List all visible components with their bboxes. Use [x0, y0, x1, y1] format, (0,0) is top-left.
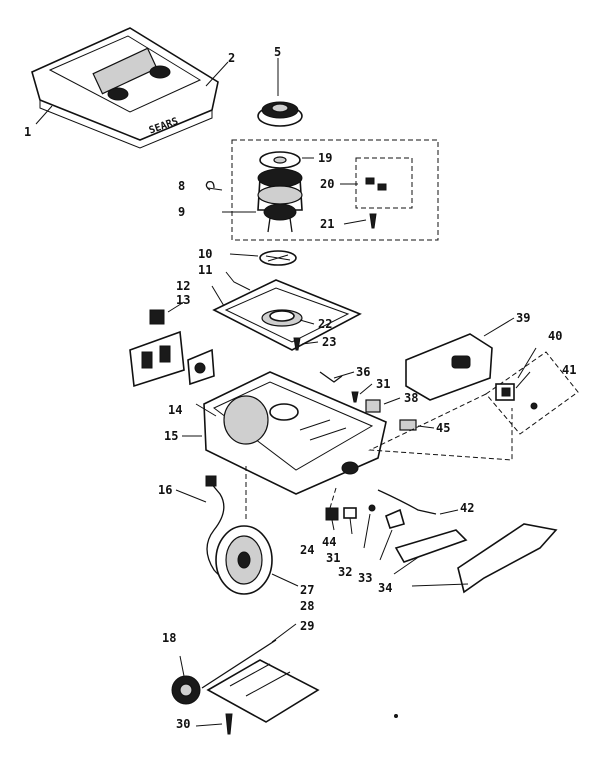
label-15: 15 [164, 429, 178, 443]
part-seal-frame [212, 279, 362, 351]
label-2: 2 [228, 51, 235, 65]
leader-lines [35, 58, 537, 727]
part-kit-boundary-40 [485, 351, 579, 435]
label-22: 22 [318, 317, 332, 331]
label-39: 39 [516, 311, 530, 325]
part-handle-34 [457, 523, 558, 594]
label-11: 11 [198, 263, 212, 277]
label-18: 18 [162, 631, 176, 645]
label-34: 34 [378, 581, 392, 595]
label-13: 13 [176, 293, 190, 307]
part-screw-30 [225, 713, 233, 735]
part-clip-32 [385, 508, 405, 529]
label-19: 19 [318, 151, 332, 165]
motor-assembly-boundary [231, 139, 439, 241]
part-bracket-14 [187, 348, 215, 386]
label-12: 12 [176, 279, 190, 293]
label-20: 20 [320, 177, 334, 191]
label-41: 41 [562, 363, 576, 377]
part-motor [257, 151, 303, 233]
label-31a: 31 [376, 377, 390, 391]
label-1: 1 [24, 125, 31, 139]
label-38: 38 [404, 391, 418, 405]
part-strap-42 [377, 489, 437, 515]
label-9: 9 [178, 205, 185, 219]
label-32: 32 [338, 565, 352, 579]
label-10: 10 [198, 247, 212, 261]
part-clip-8 [205, 180, 215, 191]
part-latch-44 [343, 507, 357, 519]
part-wheel-18 [171, 675, 201, 705]
part-screw-31b [368, 504, 376, 512]
part-connector-38 [365, 399, 381, 413]
part-cord-reel-27 [215, 525, 273, 595]
part-switch-plate [129, 309, 185, 388]
label-29: 29 [300, 619, 314, 633]
part-brushes [365, 177, 387, 191]
part-screw-31a [351, 391, 359, 403]
label-14: 14 [168, 403, 182, 417]
part-screw-23 [293, 337, 301, 351]
part-side-box [405, 333, 493, 401]
part-filter-cap [257, 101, 303, 127]
label-44: 44 [322, 535, 336, 549]
label-8: 8 [178, 179, 185, 193]
part-number-labels: 1 2 5 19 8 20 9 21 10 11 12 13 22 23 36 … [24, 45, 576, 731]
label-5: 5 [274, 45, 281, 59]
label-45: 45 [436, 421, 450, 435]
brush-kit-boundary [355, 157, 413, 209]
part-axle-28 [201, 639, 277, 689]
label-21: 21 [320, 217, 334, 231]
part-knob-24 [325, 507, 339, 521]
label-36: 36 [356, 365, 370, 379]
part-pedal-33 [394, 529, 468, 563]
part-switch-41 [495, 383, 538, 410]
label-16: 16 [158, 483, 172, 497]
part-base-housing [203, 371, 387, 495]
label-23: 23 [322, 335, 336, 349]
label-33: 33 [358, 571, 372, 585]
part-hood-cover: SEARS [31, 27, 219, 149]
label-42: 42 [460, 501, 474, 515]
label-40: 40 [548, 329, 562, 343]
part-bottom-plate-29 [206, 659, 320, 723]
label-31b: 31 [326, 551, 340, 565]
label-24: 24 [300, 543, 314, 557]
label-30: 30 [176, 717, 190, 731]
part-fuse-45 [399, 419, 417, 431]
stray-dot [394, 714, 398, 718]
part-screw-21 [369, 213, 377, 229]
label-27: 27 [300, 583, 314, 597]
label-28: 28 [300, 599, 314, 613]
